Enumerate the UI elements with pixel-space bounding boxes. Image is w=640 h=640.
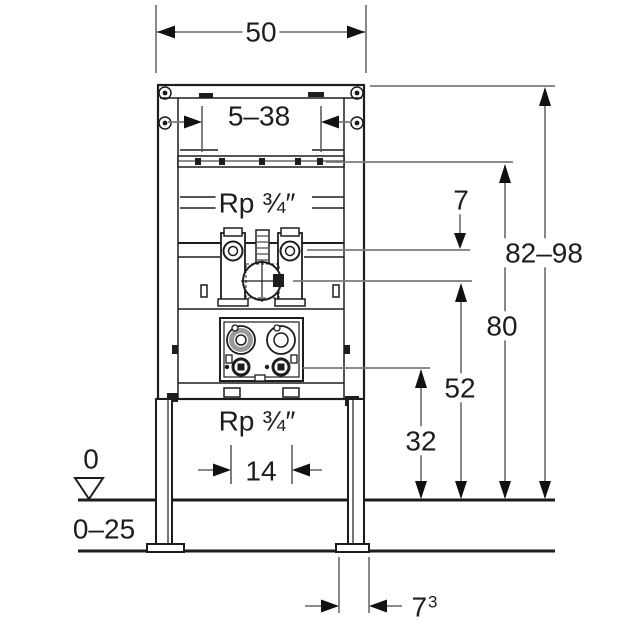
- shutoff-valve: [241, 260, 284, 302]
- dim-mount-range-label: 5–38: [224, 101, 294, 131]
- floor-level-label: 0: [80, 444, 102, 474]
- dim-offset-top-label: 7: [450, 185, 472, 215]
- frame-legs: [146, 393, 370, 553]
- dimension-arrowheads: [157, 25, 551, 613]
- floor-buildup-label: 0–25: [69, 514, 139, 544]
- dim-height-connector-label: 32: [402, 426, 440, 456]
- foot-offset-footnote: 3: [428, 592, 438, 612]
- dim-height-mixer-label: 52: [441, 373, 479, 403]
- level-datum-icon: [73, 477, 105, 501]
- dim-total-height-label: 82–98: [502, 238, 586, 268]
- water-meter-box: [178, 317, 344, 398]
- foot-offset-value: 7: [411, 591, 428, 623]
- thread-size-bottom-label: Rp ¾″: [215, 406, 299, 436]
- dim-frame-width-label: 50: [242, 17, 280, 47]
- dim-connector-spacing-label: 14: [242, 456, 280, 486]
- floor-lines: [78, 498, 555, 553]
- dim-foot-offset-label: 73: [408, 591, 440, 623]
- thread-size-top-label: Rp ¾″: [215, 188, 299, 218]
- dim-height-rail-label: 80: [483, 311, 521, 341]
